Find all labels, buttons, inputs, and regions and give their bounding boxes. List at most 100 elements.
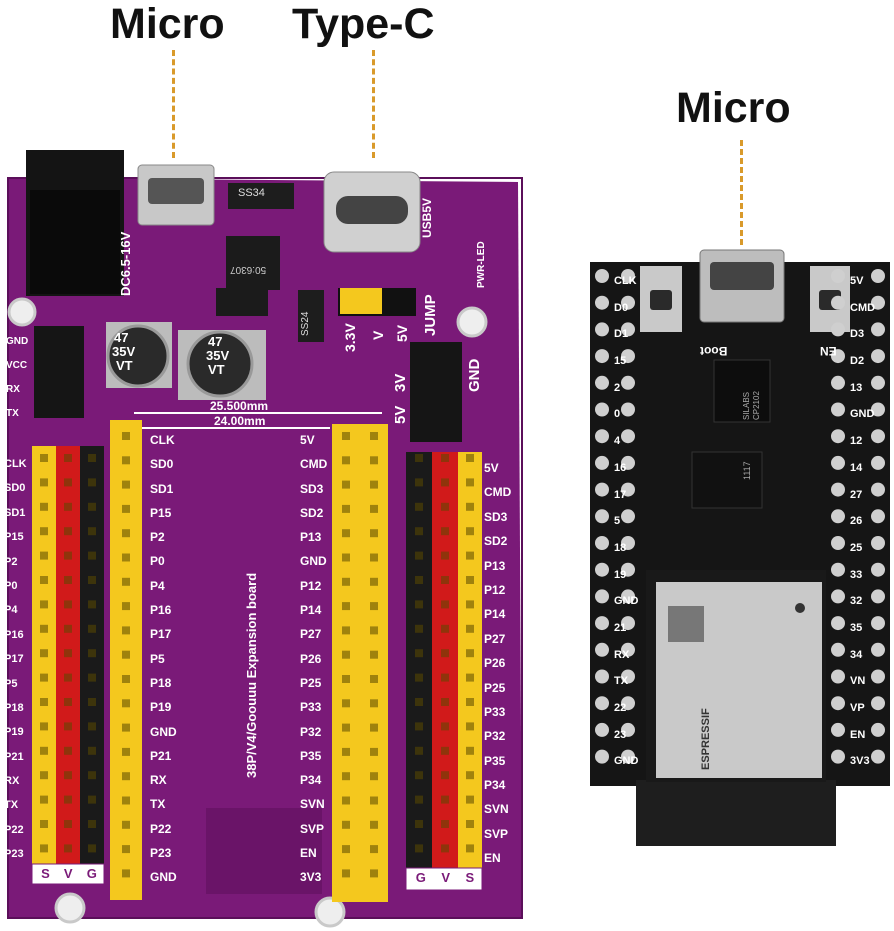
pin-hole (370, 747, 378, 756)
pin-hole (441, 746, 449, 755)
devkit-antenna (636, 780, 836, 846)
dc-jack (26, 150, 124, 296)
dk-left-pin-13: 21 (614, 621, 627, 634)
cap2-text-3: VT (208, 362, 225, 377)
devkit-pin (621, 455, 635, 470)
dk-right-pin-4: 13 (850, 381, 863, 394)
devkit-pin (871, 295, 885, 310)
pin-hole (40, 795, 48, 804)
dk-right-pin-9: 26 (850, 515, 863, 528)
col-inner-right-pin-12: P32 (300, 724, 322, 739)
devkit-pin (621, 269, 635, 283)
dk-right-pin-11: 33 (850, 568, 863, 581)
dk-left-pin-12: GND (614, 595, 639, 608)
col-right-pin-12: P35 (484, 753, 506, 768)
devkit-regulator (691, 451, 763, 509)
pin-hole (415, 795, 423, 804)
col-inner-left-pin-11: P19 (150, 700, 172, 715)
pin-hole (441, 649, 449, 658)
devkit-pin (871, 402, 885, 417)
devkit-pin (871, 616, 885, 631)
pin-hole (122, 456, 130, 465)
devkit-pin (871, 722, 885, 737)
dk-right-pin-0: 5V (850, 275, 864, 287)
pin-hole (122, 650, 130, 659)
devkit-pin (871, 536, 885, 550)
devkit-pin (595, 322, 609, 337)
pin-hole (122, 553, 130, 562)
col-left-pin-12: P21 (4, 750, 24, 763)
pin-hole (466, 576, 474, 584)
pin-hole (88, 820, 96, 828)
devkit-pin (831, 616, 845, 631)
pin-hole (122, 723, 130, 732)
pin-hole (88, 502, 96, 511)
pin-hole (342, 529, 350, 538)
pin-hole (441, 624, 449, 633)
devkit-pin (831, 349, 845, 364)
cap2-text-2: 35V (206, 348, 230, 363)
devkit-pin (595, 642, 609, 657)
pin-hole (88, 576, 96, 584)
col-inner-right-pin-0: 5V (300, 433, 315, 447)
col-left-pin-15: P22 (4, 823, 24, 836)
pin-hole (370, 626, 378, 635)
devkit-pin (621, 562, 635, 577)
devkit-pin (871, 749, 885, 764)
pin-hole (88, 698, 96, 706)
left-bottom-v: V (63, 866, 73, 881)
devkit-pin (831, 749, 845, 764)
pin-hole (342, 796, 350, 805)
pin-hole (370, 723, 378, 732)
devkit-pin (831, 269, 845, 283)
en-label: EN (820, 344, 837, 358)
devkit-pin (871, 322, 885, 337)
dk-right-pin-15: VN (850, 675, 866, 688)
dk-left-pin-5: 0 (614, 408, 621, 421)
pin-hole (415, 746, 423, 755)
left-bottom-g: G (86, 866, 97, 881)
pin-hole (441, 478, 449, 487)
pin-hole (342, 699, 350, 708)
dk-right-pin-5: GND (850, 408, 875, 421)
dk-left-pin-1: D0 (614, 301, 629, 314)
pin-hole (64, 502, 72, 511)
col-inner-left-pin-7: P16 (150, 603, 172, 618)
uart-rx: RX (6, 384, 20, 395)
devkit-pin (621, 642, 635, 657)
devkit-pin (831, 696, 845, 711)
dk-right-pin-6: 12 (850, 435, 863, 448)
devkit-pin (595, 349, 609, 364)
cap2-text-1: 47 (208, 334, 223, 349)
pin-hole (466, 844, 474, 853)
pin-hole (466, 454, 474, 462)
pin-hole (415, 600, 423, 609)
dk-left-pin-3: 15 (614, 355, 627, 368)
pin-hole (342, 747, 350, 756)
devkit-pin (595, 269, 609, 283)
col-inner-right-pin-13: P35 (300, 748, 322, 763)
col-left-pin-0: CLK (4, 458, 27, 470)
col-right-pin-2: SD3 (484, 509, 508, 524)
col-inner-right-pin-7: P14 (300, 603, 322, 618)
mount-hole-tr (456, 306, 488, 338)
devkit-pin (595, 562, 609, 577)
devkit-pin (871, 349, 885, 364)
dk-left-pin-7: 16 (614, 461, 627, 474)
dk-right-pin-7: 14 (850, 461, 863, 474)
devkit-pin (595, 696, 609, 711)
micro-usb-port-board (137, 164, 215, 226)
pin-hole (342, 504, 350, 513)
dk-left-pin-0: CLK (614, 275, 637, 287)
devkit-pin (595, 722, 609, 737)
devkit-pin (595, 455, 609, 470)
pin-hole (122, 747, 130, 756)
right-bottom-g: G (415, 870, 426, 885)
col-inner-left-pin-6: P4 (150, 578, 165, 593)
pin-hole (415, 820, 423, 828)
col-inner-right-pin-3: SD2 (300, 505, 324, 520)
col-inner-left-pin-10: P18 (150, 675, 172, 690)
pin-hole (466, 624, 474, 633)
